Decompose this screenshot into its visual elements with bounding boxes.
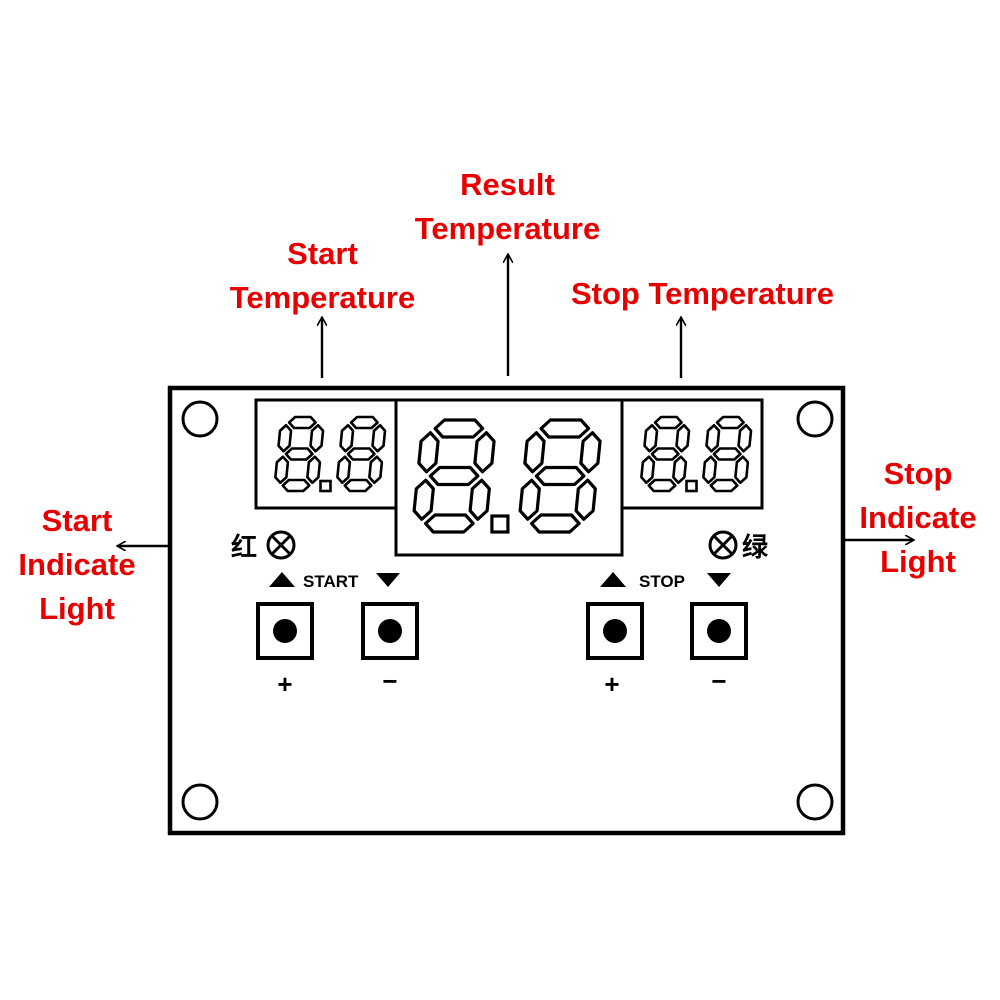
label-start-temperature: Start Temperature [229,236,416,315]
stop-indicator-led-icon [708,530,738,560]
left-display-digits [274,415,387,493]
mounting-hole-bottom-left [181,783,219,821]
stop-minus-button[interactable] [690,602,748,660]
center-display-digits [412,418,602,534]
start-down-triangle-icon [376,573,400,587]
mounting-hole-bottom-right [796,783,834,821]
start-minus-sign: − [382,666,397,696]
mounting-hole-top-right [796,400,834,438]
label-stop-temperature: Stop Temperature [571,276,834,311]
label-start-indicate-light: Start Indicate Light [18,503,136,626]
label-stop-indicate-light: Stop Indicate Light [859,456,977,579]
stop-plus-button[interactable] [586,602,644,660]
start-up-triangle-icon [269,572,295,587]
stop-down-triangle-icon [707,573,731,587]
start-plus-button[interactable] [256,602,314,660]
label-result-temperature: Result Temperature [414,167,601,246]
start-plus-sign: + [277,669,292,699]
stop-plus-sign: + [604,669,619,699]
start-minus-button[interactable] [361,602,419,660]
stop-up-triangle-icon [600,572,626,587]
stop-label: STOP [639,572,685,591]
start-label: START [303,572,359,591]
red-led-char: 红 [231,532,257,562]
right-display-digits [640,415,753,493]
mounting-hole-top-left [181,400,219,438]
stop-minus-sign: − [711,666,726,696]
start-indicator-led-icon [266,530,296,560]
green-led-char: 绿 [742,532,769,562]
